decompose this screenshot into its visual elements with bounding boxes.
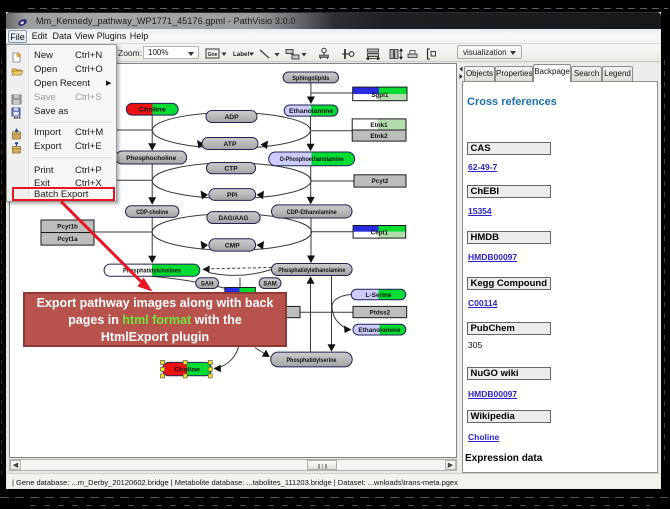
svg-text:Ethanolamine: Ethanolamine (358, 327, 400, 334)
svg-text:Sgpl1: Sgpl1 (371, 92, 389, 99)
svg-text:Ethanolamine: Ethanolamine (289, 108, 333, 115)
svg-text:CTP: CTP (224, 165, 238, 172)
svg-text:DAG/AAG: DAG/AAG (219, 215, 249, 222)
svg-text:Pcyt1a: Pcyt1a (57, 236, 78, 243)
svg-text:Pcyt1b: Pcyt1b (57, 224, 78, 231)
svg-text:Phosphatidylcholines: Phosphatidylcholines (123, 267, 181, 274)
svg-text:ADP: ADP (224, 114, 239, 121)
svg-text:Etnk2: Etnk2 (370, 133, 388, 140)
svg-text:CDP-choline: CDP-choline (136, 209, 168, 216)
svg-text:Phosphatidylethanolamine: Phosphatidylethanolamine (278, 267, 345, 274)
svg-text:Gne: Gne (208, 52, 218, 58)
svg-text:SAH: SAH (201, 281, 214, 287)
svg-text:ATP: ATP (224, 141, 237, 148)
svg-text:CMP: CMP (225, 242, 240, 249)
svg-text:O-Phosphoethanolamine: O-Phosphoethanolamine (280, 156, 344, 163)
svg-text:CDP-Ethanolamine: CDP-Ethanolamine (287, 209, 337, 216)
svg-text:SAM: SAM (263, 281, 276, 287)
svg-text:Phosphocholine: Phosphocholine (126, 155, 176, 162)
svg-text:Choline: Choline (174, 366, 200, 373)
svg-text:Etnk1: Etnk1 (370, 122, 388, 129)
svg-text:Choline: Choline (139, 107, 166, 114)
svg-text:PPi: PPi (227, 192, 238, 199)
svg-text:Label: Label (233, 51, 249, 58)
svg-text:L-Serine: L-Serine (366, 292, 393, 299)
svg-text:Phosphatidylserine: Phosphatidylserine (286, 357, 336, 364)
svg-text:Ptdss2: Ptdss2 (370, 309, 391, 316)
svg-text:Pcyt2: Pcyt2 (372, 178, 389, 185)
svg-text:Cept1: Cept1 (371, 229, 389, 236)
svg-text:Sphingolipids: Sphingolipids (292, 75, 329, 82)
